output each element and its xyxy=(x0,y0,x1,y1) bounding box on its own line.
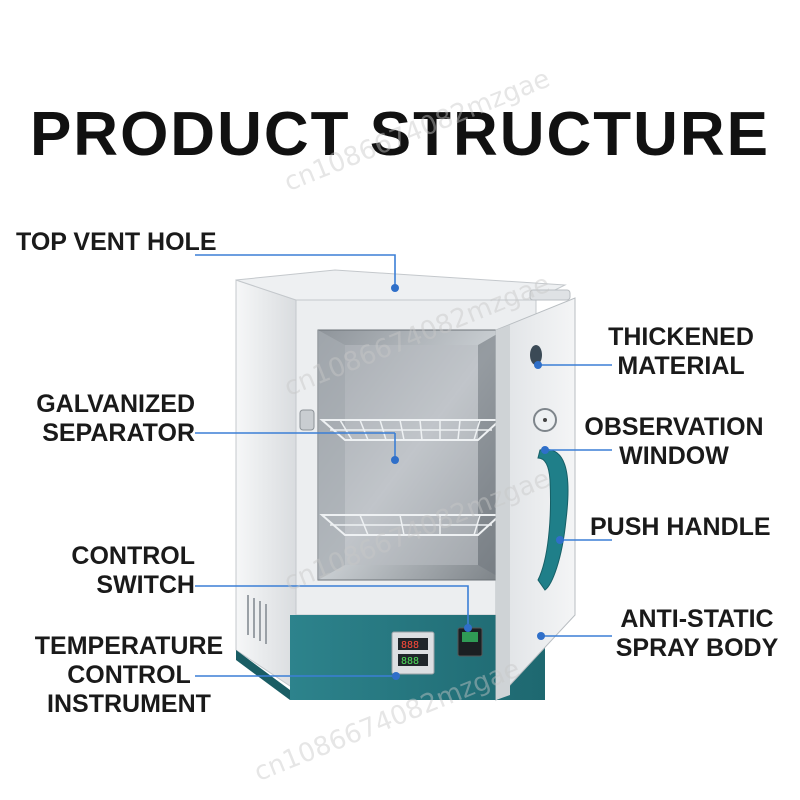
label-anti-static-spray-body: ANTI-STATIC SPRAY BODY xyxy=(608,605,786,663)
label-line: WINDOW xyxy=(619,442,729,470)
label-line: MATERIAL xyxy=(617,352,745,380)
door-latch xyxy=(299,409,315,431)
label-line: SPRAY BODY xyxy=(615,634,779,662)
svg-text:888: 888 xyxy=(401,656,419,667)
page-title: PRODUCT STRUCTURE xyxy=(29,100,771,169)
label-temperature-control-instrument: TEMPERATURE CONTROL INSTRUMENT xyxy=(24,632,234,719)
label-line: PUSH HANDLE xyxy=(590,513,771,541)
label-top-vent-hole: TOP VENT HOLE xyxy=(16,228,217,257)
label-line: CONTROL xyxy=(71,542,195,570)
push-handle xyxy=(537,448,569,591)
label-line: CONTROL xyxy=(67,661,191,689)
label-line: THICKENED xyxy=(608,323,754,351)
label-observation-window: OBSERVATION WINDOW xyxy=(576,413,772,471)
label-line: SWITCH xyxy=(96,571,195,599)
label-line: OBSERVATION xyxy=(584,413,764,441)
label-line: TEMPERATURE xyxy=(34,632,224,660)
callout-dots xyxy=(391,284,564,680)
label-line: ANTI-STATIC xyxy=(620,605,774,633)
label-galvanized-separator: GALVANIZED SEPARATOR xyxy=(36,390,195,448)
label-control-switch: CONTROL SWITCH xyxy=(71,542,195,600)
label-line: SEPARATOR xyxy=(42,419,195,447)
label-push-handle: PUSH HANDLE xyxy=(590,513,771,542)
side-vent-slots xyxy=(247,595,267,644)
label-line: GALVANIZED xyxy=(36,390,195,418)
observation-hole xyxy=(530,345,542,365)
label-line: TOP VENT HOLE xyxy=(16,228,217,256)
leader-lines xyxy=(195,254,612,677)
svg-text:888: 888 xyxy=(401,640,419,651)
label-thickened-material: THICKENED MATERIAL xyxy=(598,323,764,381)
wire-shelves xyxy=(319,419,503,536)
label-line: INSTRUMENT xyxy=(47,690,211,718)
